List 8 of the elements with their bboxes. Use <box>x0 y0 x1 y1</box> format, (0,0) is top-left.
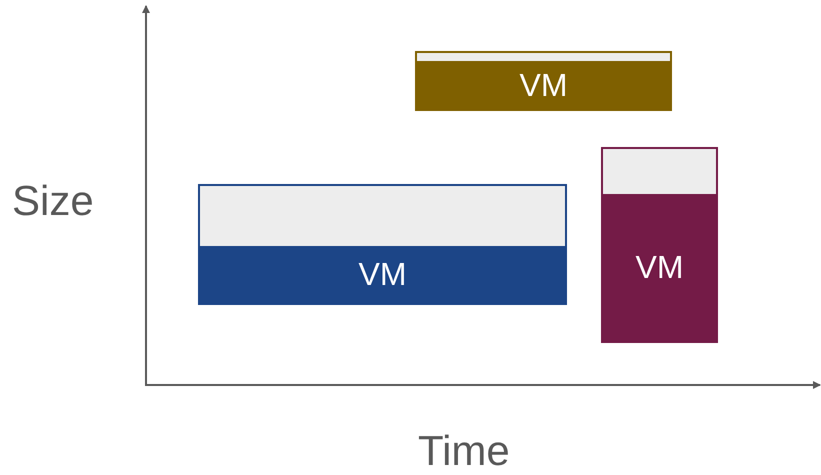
vm-bar <box>415 51 672 111</box>
x-axis-title: Time <box>418 430 510 472</box>
vm-bar <box>601 147 718 343</box>
used-portion: VM <box>200 246 565 303</box>
used-portion: VM <box>417 61 670 109</box>
vm-bar <box>198 184 567 305</box>
y-axis-title: Size <box>12 180 94 222</box>
used-portion: VM <box>603 194 716 341</box>
